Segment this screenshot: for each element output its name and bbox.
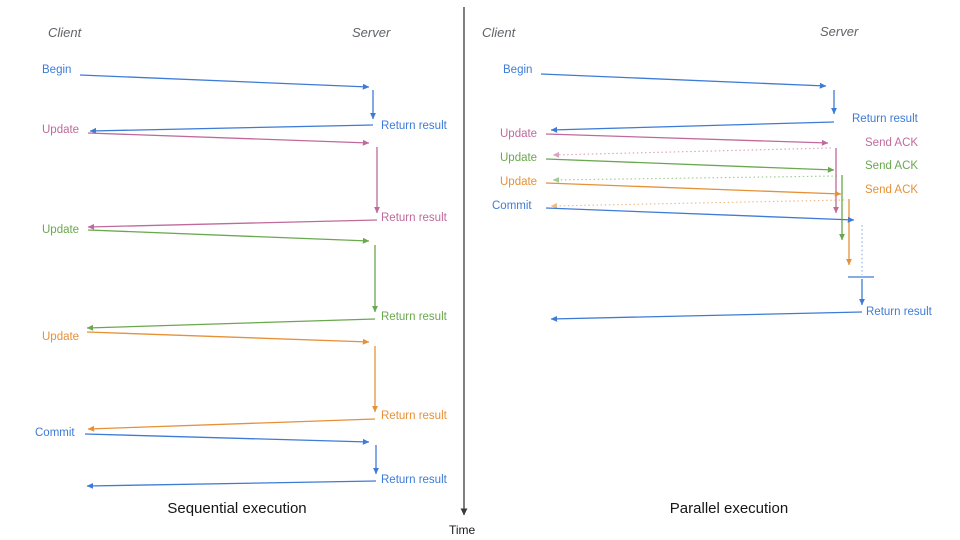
par-update2-ack-arrow xyxy=(552,175,838,183)
par-begin-label: Begin xyxy=(503,64,533,76)
sequential-diagram xyxy=(79,74,380,489)
parallel-caption: Parallel execution xyxy=(669,500,789,517)
seq-commit-result-label: Return result xyxy=(381,474,447,486)
parallel-diagram xyxy=(540,73,874,322)
seq-update1-label: Update xyxy=(42,124,80,136)
time-axis-label: Time xyxy=(449,523,476,537)
seq-client-heading: Client xyxy=(48,25,82,40)
sequential-caption: Sequential execution xyxy=(167,500,307,517)
par-update3-ack-label: Send ACK xyxy=(865,184,919,196)
par-begin-return-arrow xyxy=(550,121,835,133)
seq-begin-result-label: Return result xyxy=(381,120,447,132)
par-update1-ack-arrow xyxy=(552,147,832,158)
seq-server-heading: Server xyxy=(352,25,391,40)
seq-commit-request-arrow xyxy=(84,433,370,445)
par-update2-request-arrow xyxy=(545,158,835,173)
seq-begin-label: Begin xyxy=(42,64,72,76)
seq-begin-request-arrow xyxy=(79,74,370,90)
seq-update2-return-arrow xyxy=(86,318,376,331)
seq-commit-label: Commit xyxy=(35,427,75,439)
seq-begin-return-arrow xyxy=(89,124,374,134)
seq-update2-label: Update xyxy=(42,224,80,236)
par-begin-request-arrow xyxy=(540,73,827,89)
par-update1-ack-label: Send ACK xyxy=(865,137,919,149)
seq-update3-label: Update xyxy=(42,331,80,343)
par-begin-result-label: Return result xyxy=(852,113,918,125)
seq-update1-return-arrow xyxy=(87,219,378,230)
par-update3-label: Update xyxy=(500,176,538,188)
par-commit-label: Commit xyxy=(492,200,532,212)
par-update3-request-arrow xyxy=(545,182,842,197)
par-client-heading: Client xyxy=(482,25,516,40)
par-server-heading: Server xyxy=(820,24,859,39)
seq-update2-request-arrow xyxy=(87,229,370,244)
par-commit-result-label: Return result xyxy=(866,306,932,318)
seq-update3-result-label: Return result xyxy=(381,410,447,422)
seq-update3-request-arrow xyxy=(86,331,370,345)
seq-update3-return-arrow xyxy=(87,418,376,432)
par-update2-label: Update xyxy=(500,152,538,164)
seq-update1-request-arrow xyxy=(87,132,370,146)
par-update1-request-arrow xyxy=(545,133,829,146)
seq-commit-return-arrow xyxy=(86,480,377,489)
par-commit-return-arrow xyxy=(550,311,863,322)
par-update1-label: Update xyxy=(500,128,538,140)
par-commit-request-arrow xyxy=(545,207,855,223)
par-update3-ack-arrow xyxy=(550,199,845,209)
seq-update2-result-label: Return result xyxy=(381,311,447,323)
seq-update1-result-label: Return result xyxy=(381,212,447,224)
par-update2-ack-label: Send ACK xyxy=(865,160,919,172)
